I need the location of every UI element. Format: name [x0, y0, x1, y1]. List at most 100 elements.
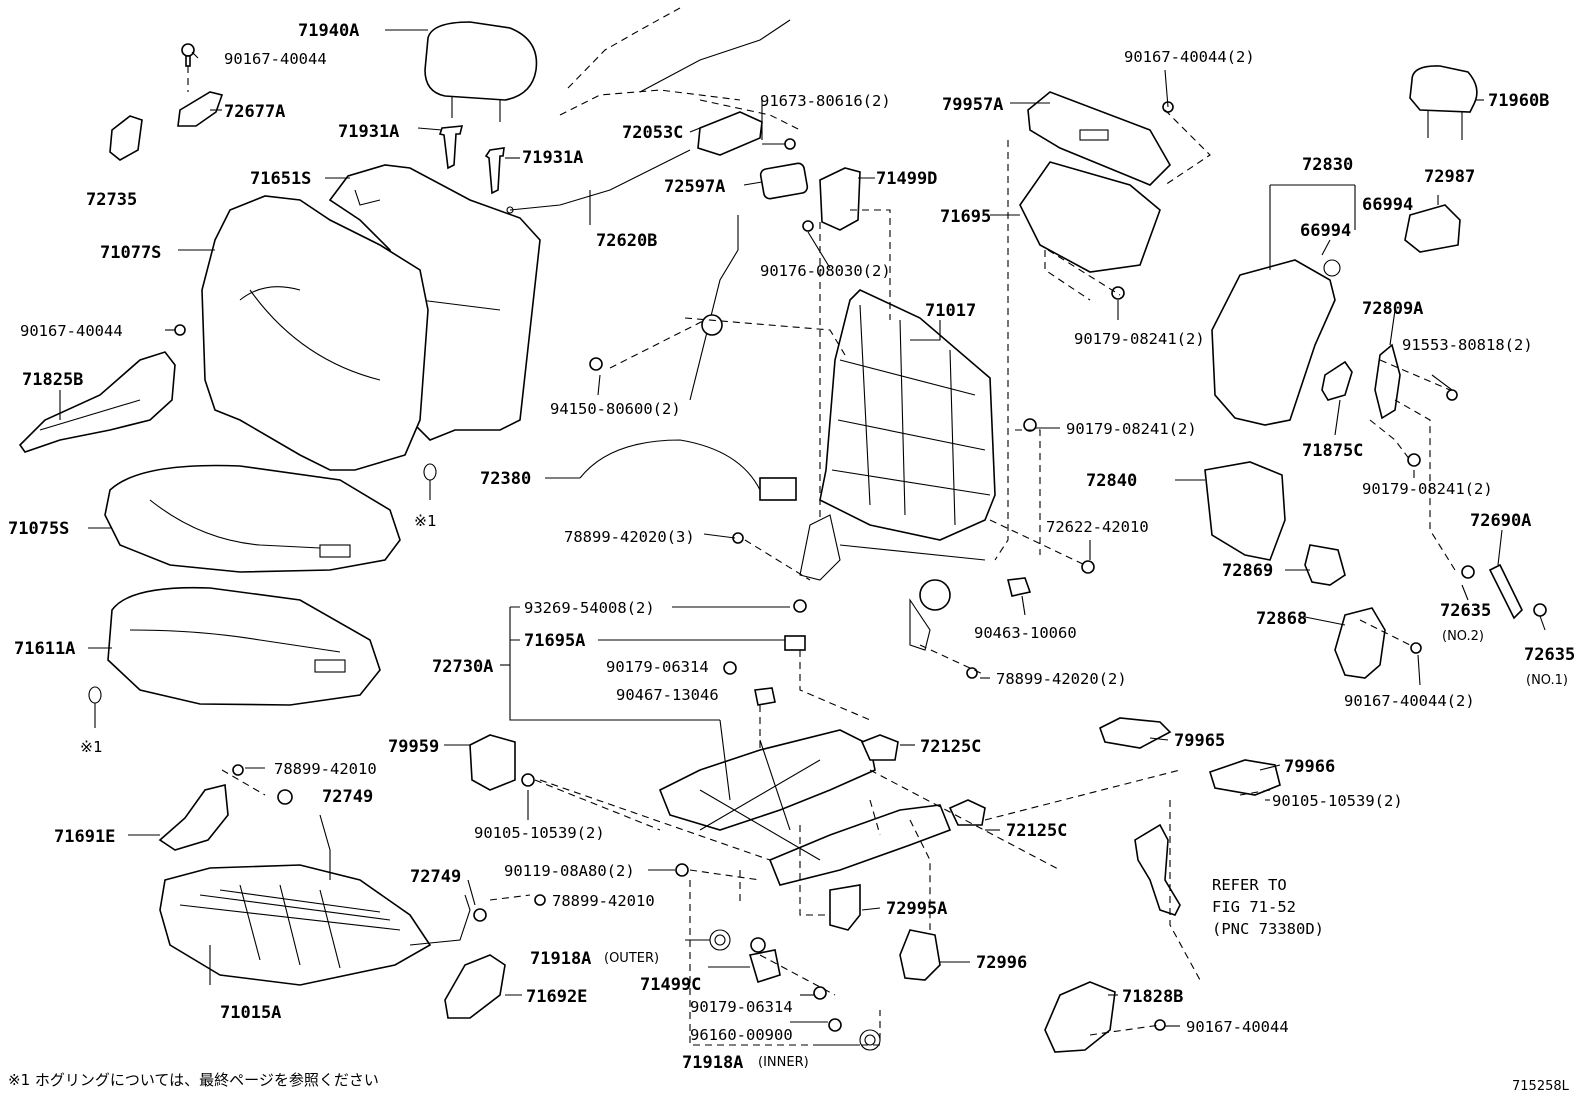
- refer-note-line-3: (PNC 73380D): [1212, 920, 1324, 938]
- callout-72635-no1-note: (NO.1): [1526, 673, 1568, 688]
- leader-lines: [59, 29, 1546, 1046]
- bracket-72690A: [1488, 563, 1523, 620]
- callout-72735: 72735: [86, 190, 137, 210]
- callout-72597A: 72597A: [664, 177, 725, 197]
- headrest-71960B: [1409, 65, 1478, 140]
- bracket-71499D: [802, 167, 861, 232]
- callout-71940A: 71940A: [298, 21, 359, 41]
- seat-back-frame-71017: [799, 289, 996, 651]
- hog-ring-icon: [88, 686, 102, 728]
- refer-note-line-2: FIG 71-52: [1212, 898, 1296, 916]
- callout-71918A-outer-note: (OUTER): [604, 951, 659, 966]
- callout-72996: 72996: [976, 953, 1027, 973]
- cover-72869: [1304, 544, 1346, 586]
- callout-90167-40044-2: 90167-40044(2): [1344, 692, 1475, 710]
- vehicle-body-outline: [559, 7, 801, 131]
- callout-90176-08030: 90176-08030(2): [760, 262, 891, 280]
- callout-71918A-inner: 71918A: [682, 1053, 743, 1073]
- callout-72380: 72380: [480, 469, 531, 489]
- cover-71828B: [1044, 981, 1116, 1053]
- callout-labels: 71940A 90167-40044 72677A 71931A 71931A …: [8, 21, 1575, 1073]
- bracket-72053C: [697, 111, 796, 156]
- cover-72840: [1204, 461, 1286, 561]
- callout-93269-54008: 93269-54008(2): [524, 599, 655, 617]
- callout-72995A: 72995A: [886, 899, 947, 919]
- cushion-frame-71015A: [159, 814, 471, 986]
- callout-71651S: 71651S: [250, 169, 311, 189]
- callout-78899-42010: 78899-42010: [274, 760, 377, 778]
- cover-79966: [1209, 759, 1281, 796]
- side-cover-71825B: [18, 351, 176, 453]
- callout-71828B: 71828B: [1122, 987, 1183, 1007]
- callout-71499C: 71499C: [640, 975, 701, 995]
- callout-78899-42010: 78899-42010: [552, 892, 655, 910]
- callout-71918A-inner-note: (INNER): [758, 1055, 809, 1070]
- callout-72749: 72749: [322, 787, 373, 807]
- callout-94150-80600: 94150-80600(2): [550, 400, 681, 418]
- callout-66994: 66994: [1300, 221, 1351, 241]
- hog-ring-icon: [423, 463, 437, 500]
- callout-66994: 66994: [1362, 195, 1413, 215]
- callout-79965: 79965: [1174, 731, 1225, 751]
- cover-72677A: [177, 91, 224, 127]
- callout-72690A: 72690A: [1470, 511, 1531, 531]
- assembly-lines: [221, 109, 1456, 1046]
- callout-71825B: 71825B: [22, 370, 83, 390]
- cover-72996: [899, 929, 941, 981]
- seat-back-72830: [1211, 259, 1341, 426]
- callout-72635-no2: 72635: [1440, 601, 1491, 621]
- callout-78899-42020-3: 78899-42020(3): [564, 528, 695, 546]
- headrest-guide-71931A: [438, 125, 505, 195]
- callout-72840: 72840: [1086, 471, 1137, 491]
- refer-note-line-1: REFER TO: [1212, 876, 1287, 894]
- bolt-icon: [232, 764, 293, 805]
- callout-72677A: 72677A: [224, 102, 285, 122]
- callout-90179-08241: 90179-08241(2): [1066, 420, 1197, 438]
- callout-90467-13046: 90467-13046: [616, 686, 719, 704]
- callout-72125C: 72125C: [920, 737, 981, 757]
- callout-hog-ring-note: ※1: [80, 738, 102, 756]
- cable-72380: [579, 215, 797, 501]
- callout-71499D: 71499D: [876, 169, 937, 189]
- callout-90179-06314: 90179-06314: [606, 658, 709, 676]
- cover-79959: [469, 734, 516, 791]
- panel-79957A: [1027, 91, 1171, 186]
- bolt-icon: [181, 43, 195, 67]
- callout-71875C: 71875C: [1302, 441, 1363, 461]
- cover-72735: [109, 115, 143, 161]
- cover-79965: [1099, 717, 1172, 749]
- callout-71611A: 71611A: [14, 639, 75, 659]
- callout-90167-40044: 90167-40044: [1186, 1018, 1289, 1036]
- bolt-icon: [174, 324, 186, 336]
- callout-71695: 71695: [940, 207, 991, 227]
- cover-71875C: [1321, 360, 1353, 401]
- callout-96160-00900: 96160-00900: [690, 1026, 793, 1044]
- footnote: ※1 ホグリングについては、最終ページを参照ください: [8, 1071, 379, 1089]
- callout-71931A: 71931A: [522, 148, 583, 168]
- cover-71692E: [444, 954, 506, 1019]
- callout-79957A: 79957A: [942, 95, 1003, 115]
- callout-71015A: 71015A: [220, 1003, 281, 1023]
- callout-90179-06314: 90179-06314: [690, 998, 793, 1016]
- clip-90463-10060: [1007, 577, 1032, 597]
- callout-72869: 72869: [1222, 561, 1273, 581]
- callout-72635-no1: 72635: [1524, 645, 1575, 665]
- bushing-71499C: [748, 937, 842, 1032]
- callout-72809A: 72809A: [1362, 299, 1423, 319]
- cover-72868: [1334, 607, 1386, 679]
- callout-71691E: 71691E: [54, 827, 115, 847]
- callout-72749: 72749: [410, 867, 461, 887]
- callout-90119-08A80: 90119-08A80(2): [504, 862, 635, 880]
- seat-cushion-cover-71075S: [104, 464, 401, 573]
- callout-91553-80818: 91553-80818(2): [1402, 336, 1533, 354]
- callout-72620B: 72620B: [596, 231, 657, 251]
- callout-71017: 71017: [925, 301, 976, 321]
- figure-code: 715258L: [1512, 1079, 1570, 1094]
- callout-72730A: 72730A: [432, 657, 493, 677]
- callout-71960B: 71960B: [1488, 91, 1549, 111]
- callout-72053C: 72053C: [622, 123, 683, 143]
- callout-71918A-outer: 71918A: [530, 949, 591, 969]
- seat-back-71077S: [201, 195, 429, 471]
- callout-72830: 72830: [1302, 155, 1353, 175]
